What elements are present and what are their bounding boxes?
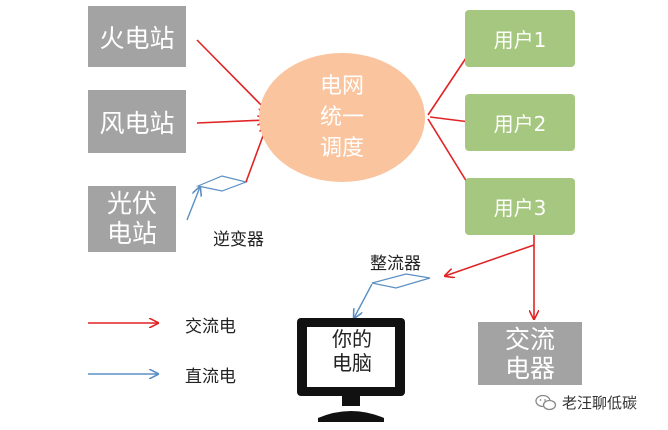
user-2-box: 用户2 <box>465 94 575 151</box>
ac-appliance-box: 交流 电器 <box>478 322 582 385</box>
solar-station-label-line2: 电站 <box>106 219 157 248</box>
grid-dispatch-center: 电网 统一 调度 <box>259 53 425 182</box>
user-1-box: 用户1 <box>465 10 575 67</box>
grid-label-line3: 调度 <box>319 136 364 161</box>
arrow-wind-to-grid <box>196 120 266 123</box>
wechat-icon <box>535 394 557 410</box>
ac-appliance-label-line2: 电器 <box>504 353 555 383</box>
arrow-solar-to-inverter <box>186 187 200 221</box>
rectifier-symbol <box>371 273 431 289</box>
solar-station-label-line1: 光伏 <box>106 189 157 218</box>
rectifier-label: 整流器 <box>370 254 421 274</box>
inverter-symbol <box>195 175 249 192</box>
wind-station-label: 风电站 <box>99 108 175 138</box>
computer-label: 你的 电脑 <box>312 327 392 375</box>
wind-power-station: 风电站 <box>88 90 186 153</box>
arrow-thermal-to-grid <box>196 39 268 112</box>
computer-label-line1: 你的 <box>332 327 372 351</box>
brand-watermark: 老汪聊低碳 <box>535 392 637 413</box>
arrow-rectifier-to-computer <box>354 283 373 318</box>
arrow-user3-to-rectifier <box>445 244 535 276</box>
inverter-label: 逆变器 <box>213 230 264 250</box>
computer-monitor-icon <box>297 318 405 422</box>
thermal-power-station: 火电站 <box>88 6 186 67</box>
legend-dc-label: 直流电 <box>185 367 236 387</box>
ac-appliance-label-line1: 交流 <box>504 324 555 354</box>
thermal-station-label: 火电站 <box>99 23 175 53</box>
grid-label-line1: 电网 <box>319 74 364 99</box>
user-1-label: 用户1 <box>493 28 547 52</box>
legend-ac-label: 交流电 <box>185 317 236 337</box>
user-3-box: 用户3 <box>465 178 575 235</box>
solar-power-station: 光伏 电站 <box>88 186 176 252</box>
grid-label-line2: 统一 <box>319 105 364 130</box>
user-3-label: 用户3 <box>493 196 547 220</box>
computer-label-line2: 电脑 <box>332 351 372 375</box>
brand-name: 老汪聊低碳 <box>562 394 638 412</box>
user-2-label: 用户2 <box>493 112 547 136</box>
